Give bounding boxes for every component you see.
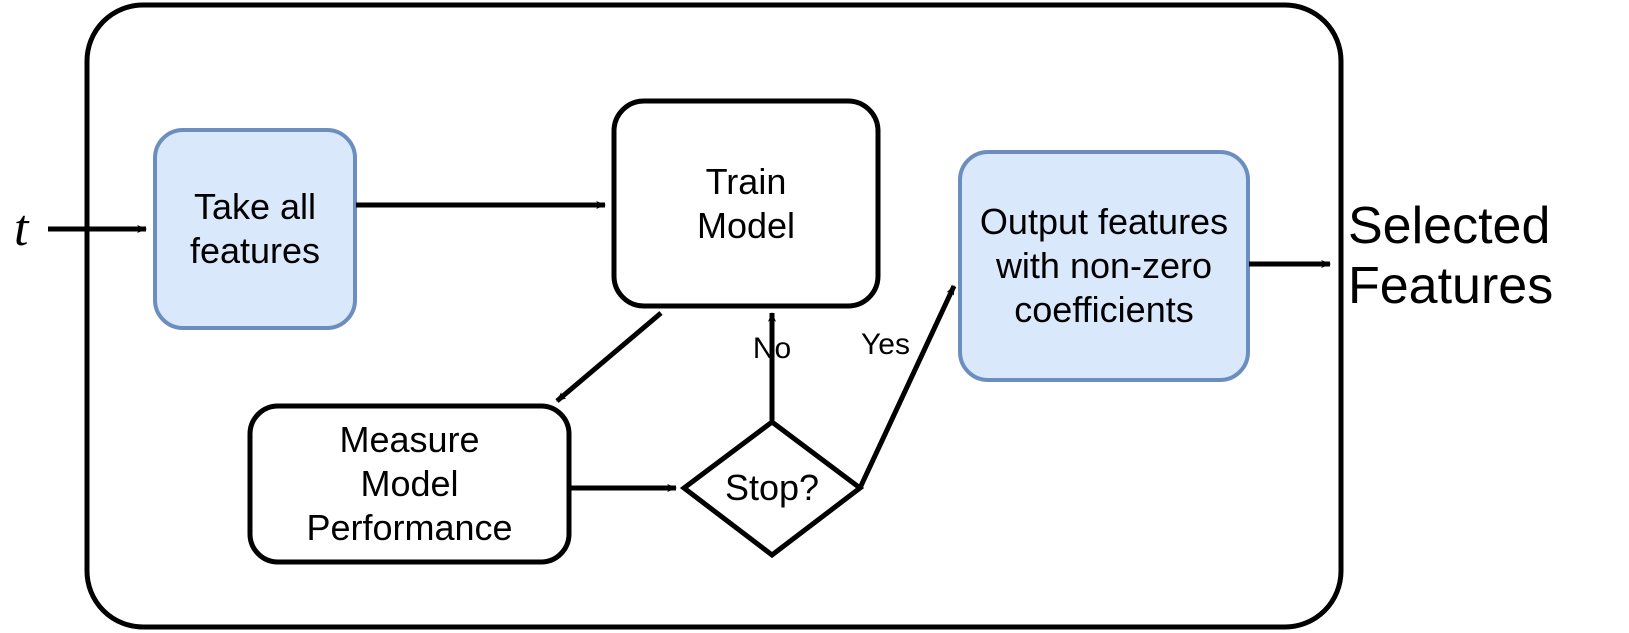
node-output-features[interactable] (958, 150, 1250, 382)
node-take-all-features[interactable] (153, 128, 357, 330)
edge-train-to-measure (555, 311, 663, 403)
node-train-model[interactable] (611, 98, 881, 309)
node-measure-model-performance[interactable] (247, 403, 572, 565)
node-stop-decision[interactable] (679, 418, 865, 559)
algorithm-boundary (84, 2, 1344, 630)
edge-stop-yes-to-output (857, 284, 957, 490)
